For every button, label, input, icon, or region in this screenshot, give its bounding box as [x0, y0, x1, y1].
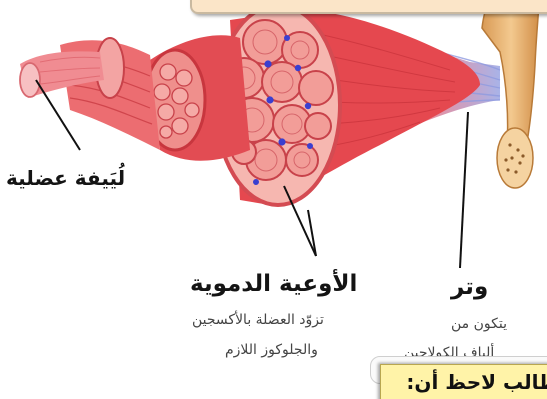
- tendon-label: وتر: [451, 274, 488, 300]
- top-banner: [190, 0, 547, 14]
- blood-vessels-label: الأوعية الدموية: [190, 271, 357, 297]
- blood-vessels-description-line2: والجلوكوز اللازم: [225, 342, 318, 358]
- note-box: طالب لاحظ أن:: [380, 364, 547, 399]
- fascicle: [145, 35, 250, 160]
- tendon-description-line1: يتكون من: [451, 316, 507, 332]
- muscle-fiber-label: لُيَيفة عضلية: [6, 166, 125, 190]
- blood-vessels-description-line1: تزوّد العضلة بالأكسجين: [192, 312, 324, 328]
- note-text: طالب لاحظ أن:: [406, 370, 547, 394]
- tendon-leader-line: [460, 112, 468, 268]
